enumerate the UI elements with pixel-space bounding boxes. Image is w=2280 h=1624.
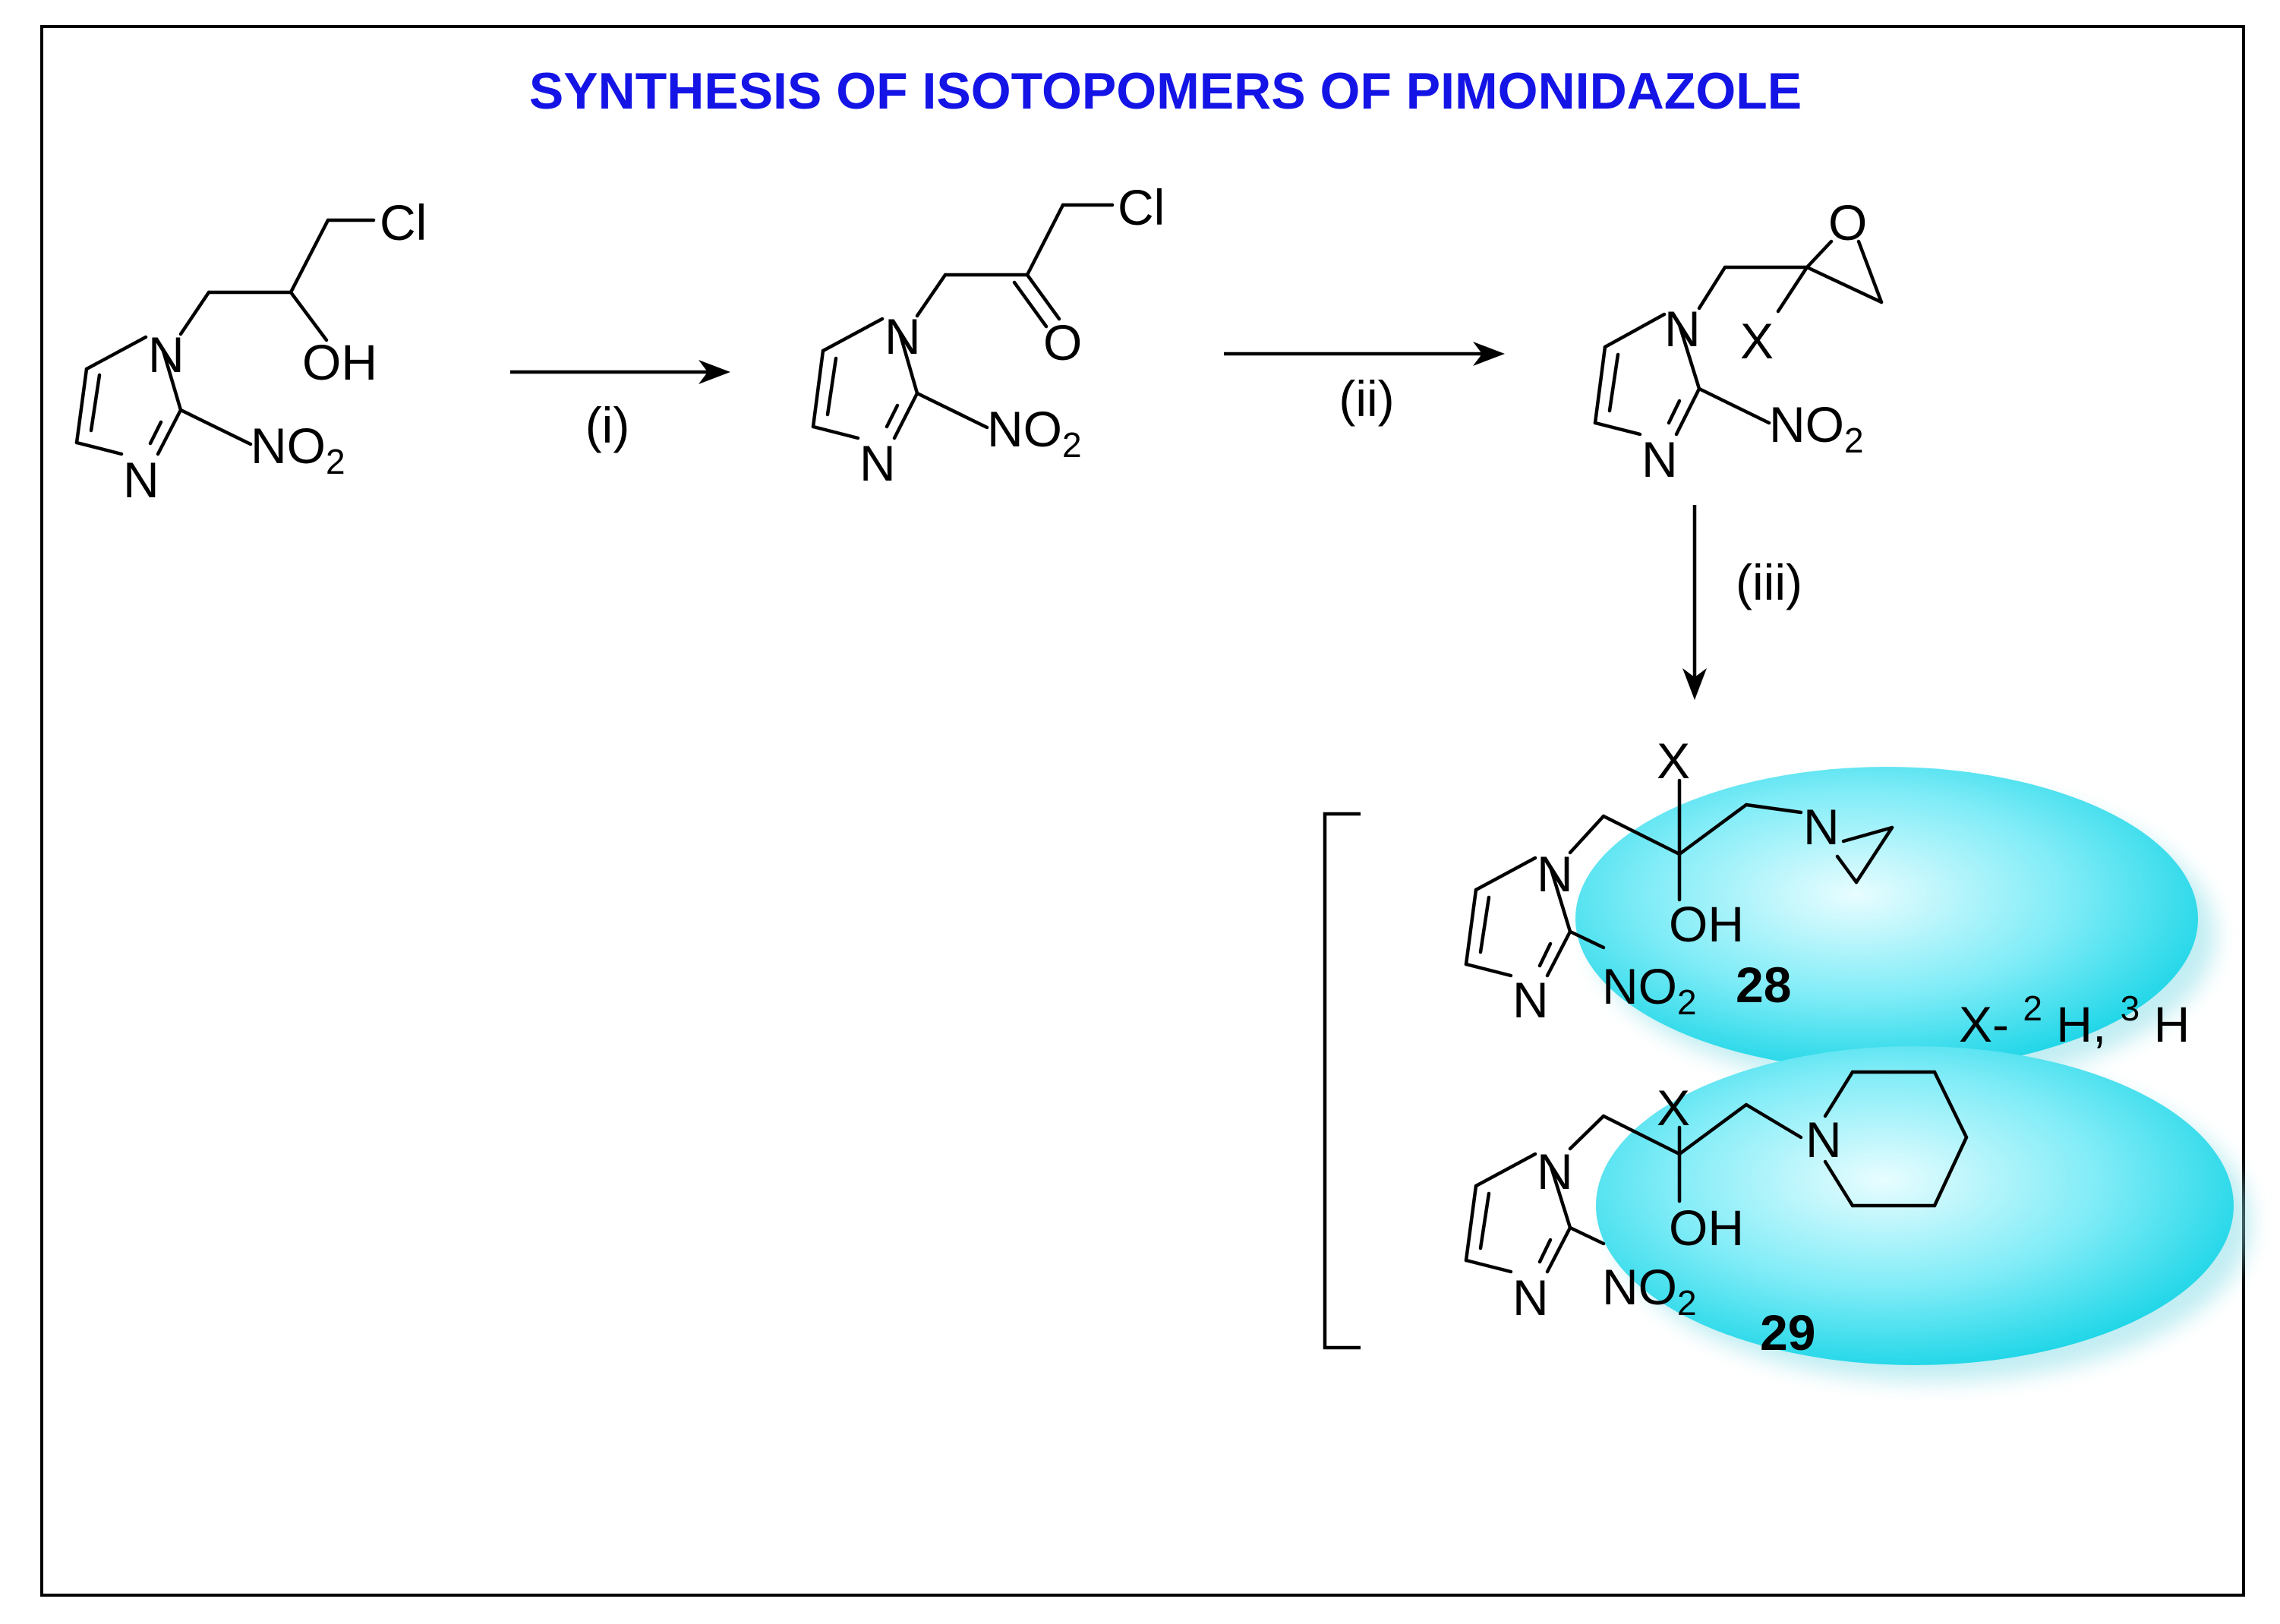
epoxide-intermediate: N N NO2 O X — [1593, 194, 1884, 487]
nitro-group: NO2 — [251, 418, 345, 481]
atom-n3: N — [1512, 972, 1549, 1028]
compound-28-structure: N N NO2 X OH N 28 — [1464, 733, 1894, 1028]
atom-x: X — [1740, 313, 1774, 369]
atom-oh: OH — [1669, 1200, 1744, 1256]
starting-chlorohydrin: N N NO2 OH Cl — [74, 194, 427, 508]
atom-oh: OH — [1669, 896, 1744, 952]
atom-n3: N — [1512, 1269, 1549, 1326]
atom-n1: N — [885, 308, 921, 364]
scheme-frame — [40, 25, 2245, 1597]
substituent-definition: X- 2 H, 3 H — [1959, 975, 2190, 1052]
atom-n1: N — [1537, 1143, 1573, 1200]
arrow-step-ii-head — [1473, 342, 1505, 366]
atom-n3: N — [859, 435, 896, 491]
atom-x: X — [1657, 1080, 1690, 1136]
step-iii-label: (iii) — [1736, 554, 1802, 610]
step-ii-label: (ii) — [1339, 371, 1394, 427]
atom-oh: OH — [302, 334, 377, 390]
compound-number-28: 28 — [1736, 957, 1791, 1013]
atom-n1: N — [148, 326, 184, 383]
atom-n1: N — [1664, 301, 1701, 357]
atom-n3: N — [123, 452, 159, 508]
product-bracket — [1323, 812, 1361, 1350]
compound-29-structure: N N NO2 X OH N 29 — [1464, 1070, 1969, 1361]
atom-o-ketone: O — [1043, 314, 1082, 371]
arrow-step-iii-head — [1682, 668, 1707, 700]
highlight-oval-28 — [1575, 767, 2198, 1071]
atom-cl: Cl — [380, 194, 427, 251]
atom-n-aziridine: N — [1803, 799, 1840, 855]
step-i-label: (i) — [585, 397, 630, 453]
atom-n-piperidine: N — [1805, 1112, 1842, 1168]
atom-x: X — [1657, 733, 1690, 789]
atom-n3: N — [1641, 431, 1678, 487]
atom-cl: Cl — [1118, 179, 1165, 235]
arrow-step-i-head — [699, 360, 730, 384]
scheme-title: SYNTHESIS OF ISOTOPOMERS OF PIMONIDAZOLE — [529, 62, 1802, 120]
chloroketone-intermediate: N N NO2 O Cl — [811, 179, 1165, 491]
atom-o-epoxide: O — [1828, 194, 1867, 251]
nitro-group: NO2 — [1602, 958, 1697, 1022]
nitro-group: NO2 — [1602, 1259, 1697, 1323]
nitro-group: NO2 — [1769, 396, 1864, 460]
atom-n1: N — [1537, 846, 1573, 902]
compound-number-29: 29 — [1760, 1304, 1815, 1361]
nitro-group: NO2 — [987, 401, 1082, 465]
